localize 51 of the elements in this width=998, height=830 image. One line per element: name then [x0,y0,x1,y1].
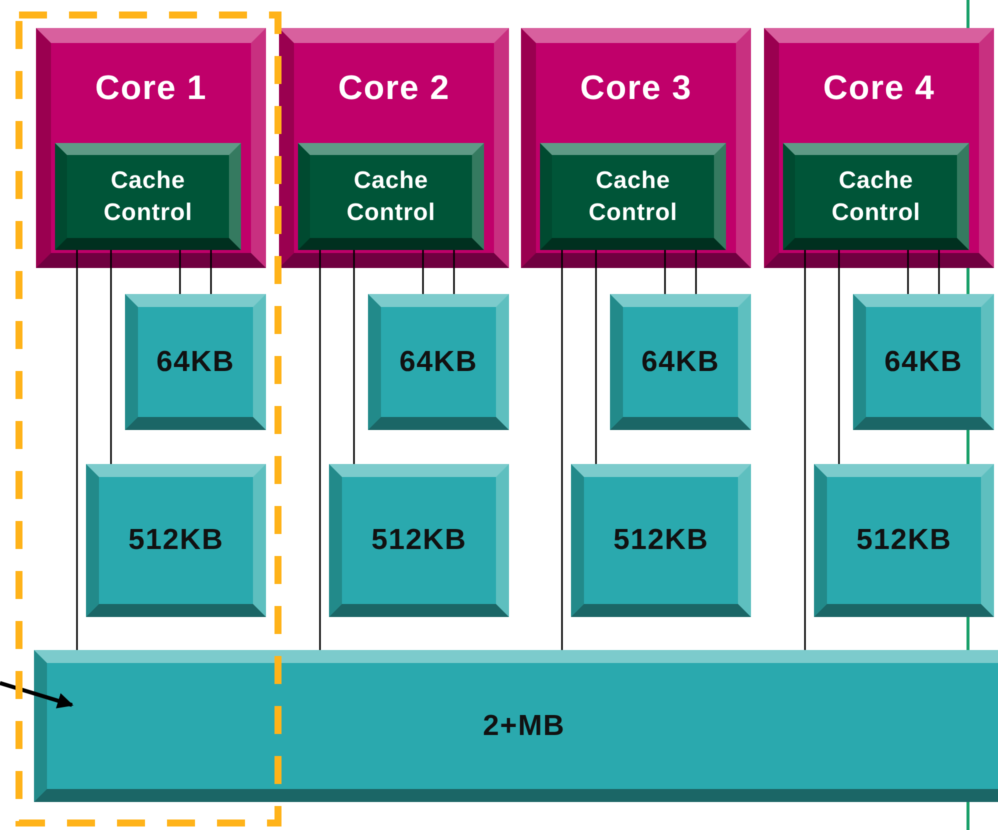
connector-line [907,250,909,294]
cache-label: 64KB [399,346,478,378]
core-block [521,28,751,268]
cache-label: Cache Control [102,166,194,228]
core-label: Core 1 [94,69,208,108]
cache-label: 64KB [884,346,963,378]
cache-control-block [298,143,484,250]
cache-control-block [783,143,969,250]
cache-control-block [540,143,726,250]
connector-line [76,250,78,650]
cache-block [853,294,994,430]
cache-block [329,464,509,617]
core-label: Core 3 [579,69,693,108]
connector-line [210,250,212,294]
cache-label: Cache Control [346,166,436,228]
connector-line [595,250,597,464]
cache-block [814,464,994,617]
cache-label: 512KB [128,524,224,557]
cache-control-block [55,143,241,250]
connector-line [353,250,355,464]
core-label: Core 2 [337,69,451,108]
connector-line [179,250,181,294]
cache-label: 512KB [371,524,467,557]
connector-line [422,250,424,294]
cache-block [86,464,266,617]
cache-label: 2+MB [482,710,566,742]
cache-block [368,294,509,430]
core-label: Core 4 [822,69,936,108]
cache-label: 512KB [856,524,952,557]
connector-line [453,250,455,294]
connector-line [695,250,697,294]
cache-block [610,294,751,430]
connector-line [838,250,840,464]
cache-label: 512KB [613,524,709,557]
connector-line [938,250,940,294]
cache-label: 64KB [156,346,235,378]
connector-line [804,250,806,650]
cache-block [125,294,266,430]
connector-line [319,250,321,650]
shared-cache-block [34,650,998,802]
connector-line [664,250,666,294]
core-block [279,28,509,268]
core-block [36,28,266,268]
cache-block [571,464,751,617]
arrow [0,681,74,708]
cache-label: 64KB [641,346,720,378]
connector-line [561,250,563,650]
core-block [764,28,994,268]
connector-line [110,250,112,464]
cache-label: Cache Control [588,166,678,228]
cache-label: Cache Control [830,166,922,228]
